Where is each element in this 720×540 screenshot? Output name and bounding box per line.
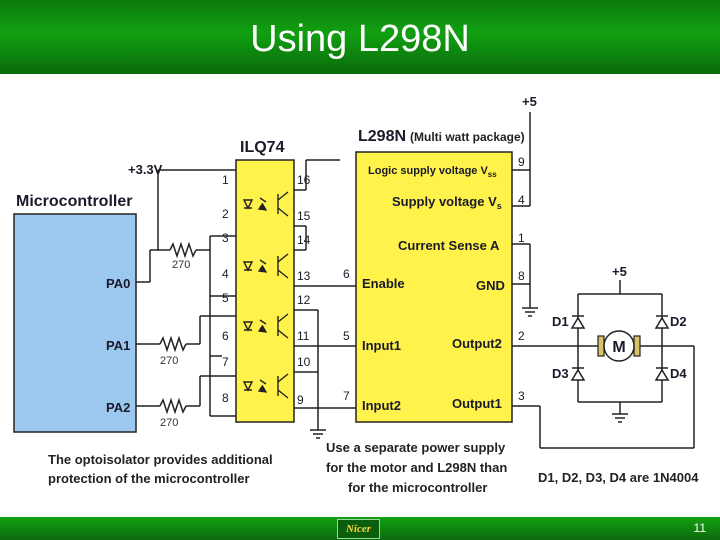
opto-pin-13: 13 <box>297 269 311 283</box>
microcontroller-block <box>13 213 137 433</box>
opto-pin-5: 5 <box>222 291 229 305</box>
nicer-logo: Nicer <box>337 519 380 539</box>
opto-pin-6: 6 <box>222 329 229 343</box>
circuit-diagram: Microcontroller PA0 PA1 PA2 +3.3V 2 <box>13 94 699 495</box>
supply-voltage-label: Supply voltage Vs <box>392 194 502 211</box>
opto-pin-9: 9 <box>297 393 304 407</box>
opto-pin-7: 7 <box>222 355 229 369</box>
opto-pin-15: 15 <box>297 209 311 223</box>
motor-symbol <box>603 330 635 362</box>
input2-label: Input2 <box>362 398 401 413</box>
supply-5v-top-label: +5 <box>522 94 537 109</box>
microcontroller-label: Microcontroller <box>16 193 132 210</box>
driver-pin-input1: 5 <box>343 329 350 343</box>
diode-d3-label: D3 <box>552 366 569 381</box>
note-opto-line1: The optoisolator provides additional <box>48 452 273 467</box>
opto-pin-14: 14 <box>297 233 311 247</box>
note-diodes: D1, D2, D3, D4 are 1N4004 <box>538 470 699 485</box>
diode-d4-label: D4 <box>670 366 687 381</box>
driver-supply-wires <box>512 112 695 449</box>
driver-pin-input2: 7 <box>343 389 350 403</box>
enable-label: Enable <box>362 276 405 291</box>
opto-pin-12: 12 <box>297 293 311 307</box>
opto-pin-2: 2 <box>222 207 229 221</box>
input1-label: Input1 <box>362 338 401 353</box>
driver-pin-output1: 3 <box>518 389 525 403</box>
resistor-r3-value: 270 <box>160 417 178 429</box>
opto-pin-3: 3 <box>222 231 229 245</box>
motor-brush-right <box>633 335 641 357</box>
slide-title: Using L298N <box>250 18 470 60</box>
pin-pa0-label: PA0 <box>106 276 130 291</box>
resistor-symbols <box>136 241 222 417</box>
supply-5v-right-label: +5 <box>612 264 627 279</box>
resistor-r1-value: 270 <box>172 259 190 271</box>
driver-block <box>355 151 513 423</box>
driver-pin-supply: 4 <box>518 193 525 207</box>
diode-d2-label: D2 <box>670 314 687 329</box>
diode-bridge <box>570 280 670 423</box>
opto-driver-wires <box>305 159 356 439</box>
title-bar <box>0 0 720 74</box>
note-supply-line3: for the microcontroller <box>348 480 487 495</box>
opto-pin-4: 4 <box>222 267 229 281</box>
logic-supply-label: Logic supply voltage Vss <box>368 165 497 179</box>
opto-pin-11: 11 <box>297 329 310 343</box>
driver-pin-output2: 2 <box>518 329 525 343</box>
driver-pin-logic: 9 <box>518 155 525 169</box>
motor-label: M <box>612 339 625 356</box>
driver-pin-gnd: 8 <box>518 269 525 283</box>
opto-pin-1: 1 <box>222 173 229 187</box>
opto-pin-10: 10 <box>297 355 311 369</box>
opto-pin-16: 16 <box>297 173 311 187</box>
driver-label: L298N <box>358 128 406 145</box>
optoisolator-label: ILQ74 <box>240 139 285 156</box>
driver-pin-sense: 1 <box>518 231 525 245</box>
gnd-label: GND <box>476 278 505 293</box>
current-sense-label: Current Sense A <box>398 238 500 253</box>
supply-33v-wires <box>136 169 222 283</box>
optoisolator-internals <box>242 191 289 398</box>
pin-pa1-label: PA1 <box>106 338 130 353</box>
note-opto-line2: protection of the microcontroller <box>48 471 250 486</box>
supply-33v-label: +3.3V <box>128 162 163 177</box>
pin-pa2-label: PA2 <box>106 400 130 415</box>
note-supply-line1: Use a separate power supply <box>326 440 506 455</box>
output1-label: Output1 <box>452 396 502 411</box>
resistor-r2-value: 270 <box>160 355 178 367</box>
driver-pin-enable: 6 <box>343 267 350 281</box>
opto-pin-8: 8 <box>222 391 229 405</box>
motor-brush-left <box>597 335 605 357</box>
driver-package-label: (Multi watt package) <box>410 130 525 144</box>
output2-label: Output2 <box>452 336 502 351</box>
diode-d1-label: D1 <box>552 314 569 329</box>
note-supply-line2: for the motor and L298N than <box>326 460 507 475</box>
optoisolator-pin-stubs <box>222 169 306 417</box>
slide-page-number: 11 <box>693 521 706 535</box>
